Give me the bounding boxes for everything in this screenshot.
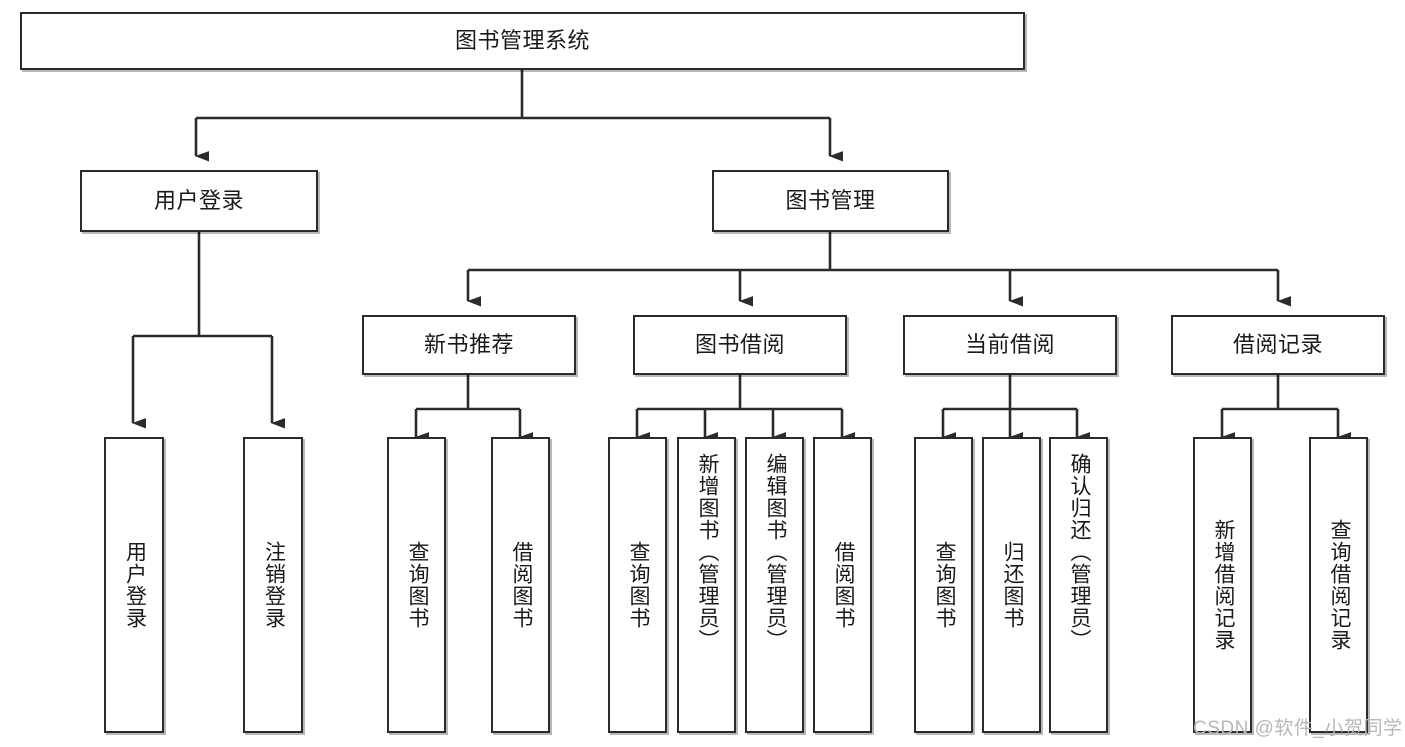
csdn-watermark: CSDN @软件_小贺同学	[1193, 718, 1403, 739]
node-leaf-query-book-1-label: 查询图书	[405, 541, 429, 629]
node-root-label: 图书管理系统	[454, 28, 590, 54]
node-leaf-borrow-book-2-label: 借阅图书	[831, 541, 855, 629]
node-book-borrow[interactable]: 图书借阅	[633, 315, 847, 375]
node-current-borrow-label: 当前借阅	[964, 332, 1055, 358]
node-book-borrow-label: 图书借阅	[694, 332, 785, 358]
node-new-book-rec-label: 新书推荐	[423, 332, 514, 358]
node-leaf-query-record-label: 查询借阅记录	[1327, 519, 1351, 651]
node-leaf-query-book-3[interactable]: 查询图书	[914, 437, 973, 733]
node-leaf-add-record-label: 新增借阅记录	[1211, 519, 1235, 651]
node-leaf-confirm-return[interactable]: 确认归还（管理员）	[1049, 437, 1108, 733]
node-new-book-rec[interactable]: 新书推荐	[362, 315, 576, 375]
node-current-borrow[interactable]: 当前借阅	[903, 315, 1117, 375]
node-leaf-add-record[interactable]: 新增借阅记录	[1193, 437, 1252, 733]
node-leaf-logout-label: 注销登录	[262, 541, 286, 629]
node-borrow-record-label: 借阅记录	[1232, 332, 1323, 358]
node-borrow-record[interactable]: 借阅记录	[1171, 315, 1385, 375]
node-leaf-query-book-2[interactable]: 查询图书	[608, 437, 667, 733]
node-root[interactable]: 图书管理系统	[20, 12, 1025, 70]
node-user-login[interactable]: 用户登录	[80, 170, 318, 232]
node-leaf-edit-book-label: 编辑图书（管理员）	[763, 453, 787, 651]
node-leaf-add-book[interactable]: 新增图书（管理员）	[677, 437, 736, 733]
node-leaf-user-login[interactable]: 用户登录	[104, 437, 164, 733]
node-leaf-user-login-label: 用户登录	[123, 541, 147, 629]
node-leaf-borrow-book-1-label: 借阅图书	[509, 541, 533, 629]
node-leaf-logout[interactable]: 注销登录	[243, 437, 303, 733]
node-leaf-add-book-label: 新增图书（管理员）	[695, 453, 719, 651]
node-leaf-borrow-book-2[interactable]: 借阅图书	[813, 437, 872, 733]
node-leaf-borrow-book-1[interactable]: 借阅图书	[491, 437, 550, 733]
node-leaf-query-book-2-label: 查询图书	[626, 541, 650, 629]
node-leaf-query-book-1[interactable]: 查询图书	[387, 437, 446, 733]
node-leaf-edit-book[interactable]: 编辑图书（管理员）	[745, 437, 804, 733]
node-leaf-return-book-label: 归还图书	[1000, 541, 1024, 629]
node-leaf-return-book[interactable]: 归还图书	[982, 437, 1041, 733]
node-leaf-query-record[interactable]: 查询借阅记录	[1309, 437, 1368, 733]
node-user-login-label: 用户登录	[153, 188, 244, 214]
node-leaf-confirm-return-label: 确认归还（管理员）	[1067, 453, 1091, 651]
node-book-manage[interactable]: 图书管理	[712, 170, 949, 232]
node-leaf-query-book-3-label: 查询图书	[932, 541, 956, 629]
node-book-manage-label: 图书管理	[785, 188, 876, 214]
